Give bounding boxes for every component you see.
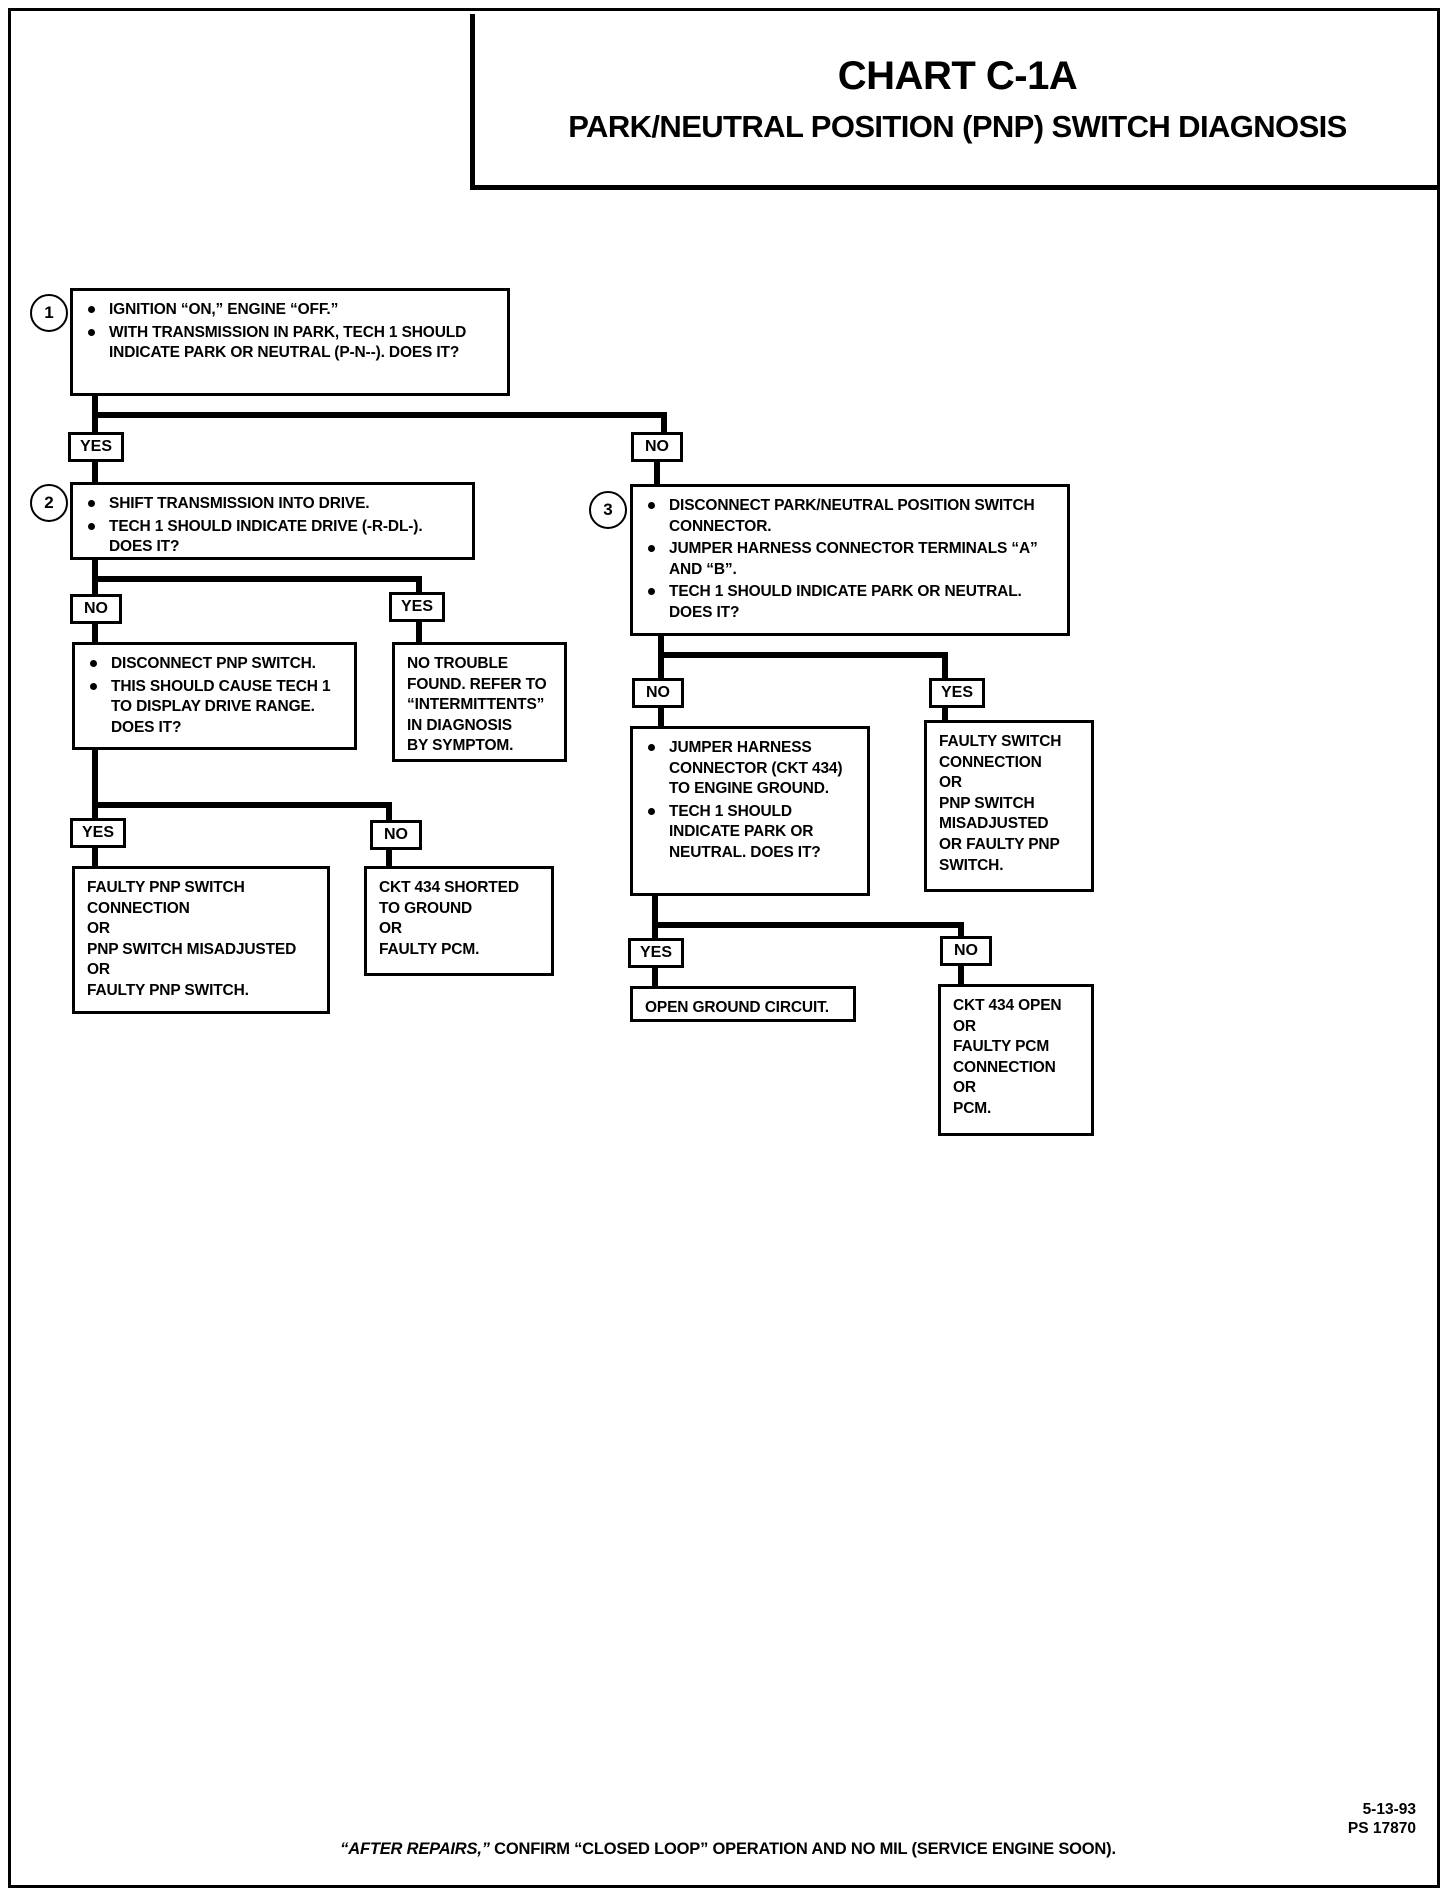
connector-jumper-down (652, 896, 658, 938)
branch-step2-yes: YES (389, 592, 445, 622)
connector-jumper-yes-drop (652, 922, 658, 944)
ckt434-open-box: CKT 434 OPEN OR FAULTY PCM CONNECTION OR… (938, 984, 1094, 1136)
disconnect-pnp-box: DISCONNECT PNP SWITCH. THIS SHOULD CAUSE… (72, 642, 357, 750)
branch-disc-no: NO (370, 820, 422, 850)
step-1-item-1: IGNITION “ON,” ENGINE “OFF.” (85, 300, 497, 321)
branch-disc-yes: YES (70, 818, 126, 848)
connector-disc-bus (92, 802, 392, 808)
footer-date-code: 5-13-93 PS 17870 (1347, 1801, 1416, 1838)
connector-yes4-down (942, 706, 948, 728)
step-number-1: 1 (30, 294, 68, 332)
chart-id: CHART C-1A (837, 54, 1078, 98)
chart-title: PARK/NEUTRAL POSITION (PNP) SWITCH DIAGN… (568, 109, 1347, 144)
page-border (8, 8, 1440, 1888)
connector-step1-yes-drop (92, 412, 98, 436)
connector-step2-bus (92, 576, 422, 582)
branch-jumper-no: NO (940, 936, 992, 966)
connector-yes1-to-step2 (92, 460, 98, 484)
connector-step1-down (92, 396, 98, 418)
connector-step3-down (658, 636, 664, 658)
connector-no3-down (386, 848, 392, 870)
connector-yes3-down (92, 846, 98, 868)
connector-step2-down (92, 560, 98, 582)
step-3-item-1: DISCONNECT PARK/NEUTRAL POSITION SWITCH … (645, 496, 1057, 537)
connector-step1-bus (92, 412, 667, 418)
connector-no5-down (958, 964, 964, 986)
open-ground-circuit-box: OPEN GROUND CIRCUIT. (630, 986, 856, 1022)
step-3-item-3: TECH 1 SHOULD INDICATE PARK OR NEUTRAL. … (645, 582, 1057, 623)
connector-step3-bus (658, 652, 948, 658)
branch-step2-no: NO (70, 594, 122, 624)
connector-step2-no-drop (92, 576, 98, 598)
connector-yes2-down (416, 620, 422, 644)
branch-step1-no: NO (631, 432, 683, 462)
branch-step3-yes: YES (929, 678, 985, 708)
connector-jumper-bus (652, 922, 964, 928)
branch-step3-no: NO (632, 678, 684, 708)
connector-yes5-down (652, 966, 658, 988)
step-2-item-2: TECH 1 SHOULD INDICATE DRIVE (-R-DL-). D… (85, 517, 462, 558)
connector-jumper-no-drop (958, 922, 964, 944)
no-trouble-found-box: NO TROUBLE FOUND. REFER TO “INTERMITTENT… (392, 642, 567, 762)
connector-step1-no-drop (661, 412, 667, 436)
step-number-3: 3 (589, 491, 627, 529)
jumper-ground-item-2: TECH 1 SHOULD INDICATE PARK OR NEUTRAL. … (645, 802, 857, 864)
disconnect-pnp-item-1: DISCONNECT PNP SWITCH. (87, 654, 344, 675)
footer-note-rest: CONFIRM “CLOSED LOOP” OPERATION AND NO M… (489, 1840, 1116, 1858)
connector-disc-down (92, 750, 98, 808)
step-2-box: SHIFT TRANSMISSION INTO DRIVE. TECH 1 SH… (70, 482, 475, 560)
jumper-ground-box: JUMPER HARNESS CONNECTOR (CKT 434) TO EN… (630, 726, 870, 896)
branch-step1-yes: YES (68, 432, 124, 462)
connector-no4-down (658, 706, 664, 728)
connector-no1-to-step3 (654, 460, 660, 484)
step-number-2: 2 (30, 484, 68, 522)
connector-step3-no-drop (658, 652, 664, 680)
step-3-item-2: JUMPER HARNESS CONNECTOR TERMINALS “A” A… (645, 539, 1057, 580)
footer-note-lead: “AFTER REPAIRS,” (340, 1840, 490, 1858)
chart-header: CHART C-1A PARK/NEUTRAL POSITION (PNP) S… (470, 14, 1440, 190)
step-2-item-1: SHIFT TRANSMISSION INTO DRIVE. (85, 494, 462, 515)
faulty-switch-connection-box: FAULTY SWITCH CONNECTION OR PNP SWITCH M… (924, 720, 1094, 892)
connector-step3-yes-drop (942, 652, 948, 680)
connector-disc-no-drop (386, 802, 392, 824)
step-3-box: DISCONNECT PARK/NEUTRAL POSITION SWITCH … (630, 484, 1070, 636)
connector-no2-down (92, 622, 98, 644)
connector-disc-yes-drop (92, 802, 98, 824)
connector-step2-yes-drop (416, 576, 422, 598)
jumper-ground-item-1: JUMPER HARNESS CONNECTOR (CKT 434) TO EN… (645, 738, 857, 800)
step-1-item-2: WITH TRANSMISSION IN PARK, TECH 1 SHOULD… (85, 323, 497, 364)
footer-note: “AFTER REPAIRS,” CONFIRM “CLOSED LOOP” O… (0, 1840, 1456, 1859)
ckt434-shorted-box: CKT 434 SHORTED TO GROUND OR FAULTY PCM. (364, 866, 554, 976)
step-1-box: IGNITION “ON,” ENGINE “OFF.” WITH TRANSM… (70, 288, 510, 396)
faulty-pnp-switch-box: FAULTY PNP SWITCH CONNECTION OR PNP SWIT… (72, 866, 330, 1014)
disconnect-pnp-item-2: THIS SHOULD CAUSE TECH 1 TO DISPLAY DRIV… (87, 677, 344, 739)
branch-jumper-yes: YES (628, 938, 684, 968)
